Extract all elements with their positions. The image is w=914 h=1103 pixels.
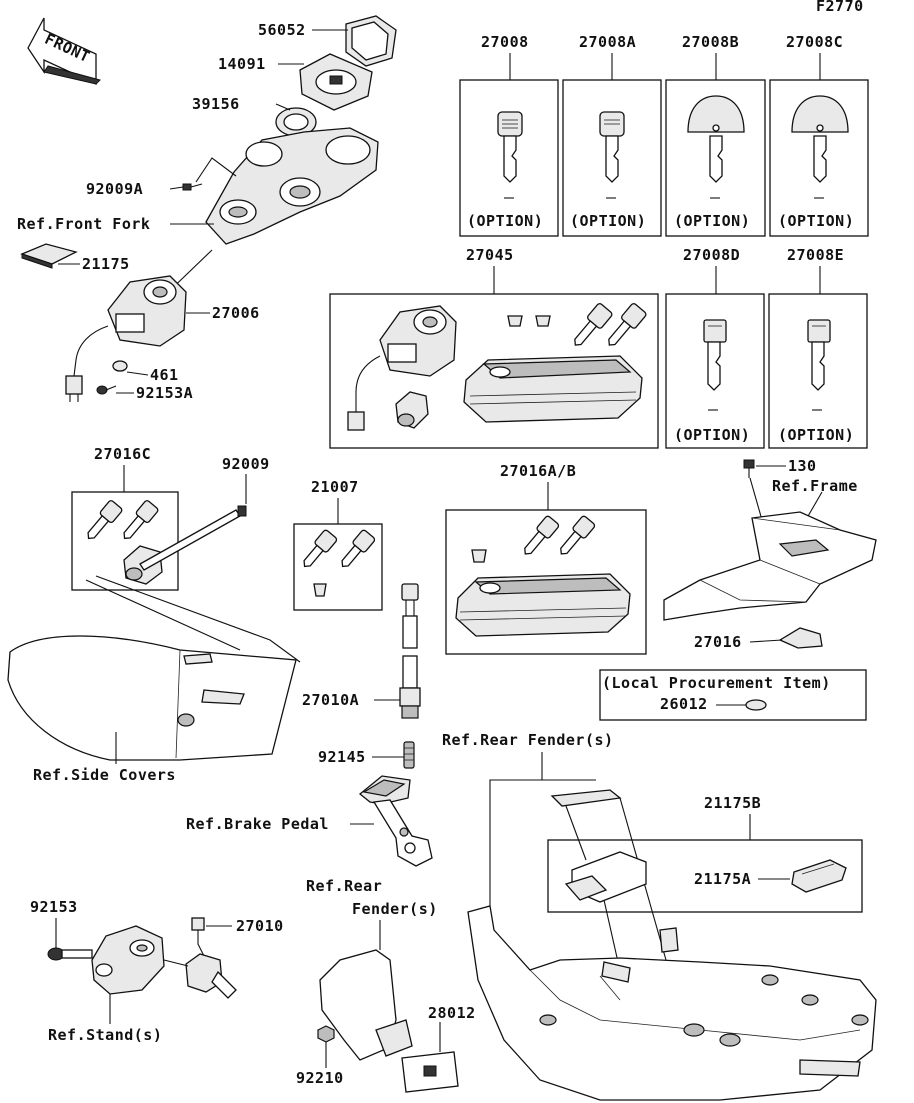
brake-pedal-drawing (358, 775, 433, 867)
local-procurement-box (599, 669, 867, 721)
cap-56052-drawing (345, 15, 397, 67)
label-92153A: 92153A (136, 384, 193, 402)
label-21007: 21007 (311, 478, 359, 496)
label-ref-stand: Ref.Stand(s) (48, 1026, 162, 1044)
option-27008E: (OPTION) (778, 426, 854, 444)
stand-bracket-drawing (91, 925, 165, 995)
set-27016C-box (71, 491, 179, 591)
label-39156: 39156 (192, 95, 240, 113)
label-27045: 27045 (466, 246, 514, 264)
label-27008: 27008 (481, 33, 529, 51)
label-14091: 14091 (218, 55, 266, 73)
key-27008E-box: 27008E (OPTION) (768, 246, 868, 449)
set-27016AB-contents (455, 515, 631, 637)
label-plate-28012-drawing (401, 1051, 459, 1093)
label-ref-side-covers: Ref.Side Covers (33, 766, 176, 784)
label-461: 461 (150, 366, 179, 384)
label-27010: 27010 (236, 917, 284, 935)
label-21175: 21175 (82, 255, 130, 273)
front-arrow-icon: FRONT (27, 17, 101, 86)
label-27008E: 27008E (787, 246, 844, 264)
option-27008B: (OPTION) (674, 212, 750, 230)
option-27008D: (OPTION) (674, 426, 750, 444)
set-27045-box (329, 293, 659, 449)
option-27008A: (OPTION) (570, 212, 646, 230)
label-56052: 56052 (258, 21, 306, 39)
label-27008B: 27008B (682, 33, 739, 51)
label-ref-front-fork: Ref.Front Fork (17, 215, 150, 233)
option-27008C: (OPTION) (778, 212, 854, 230)
set-21007-contents (303, 529, 376, 597)
label-27006: 27006 (212, 304, 260, 322)
label-27016C: 27016C (94, 445, 151, 463)
label-21175A: 21175A (694, 870, 751, 888)
bolt-92009A-drawing (182, 183, 203, 191)
label-28012: 28012 (428, 1004, 476, 1022)
nut-92210-drawing (317, 1025, 335, 1043)
label-92009: 92009 (222, 455, 270, 473)
label-130: 130 (788, 457, 817, 475)
set-27045-contents (347, 303, 647, 431)
label-27008D: 27008D (683, 246, 740, 264)
label-92153: 92153 (30, 898, 78, 916)
rear-fender-drawing (467, 905, 877, 1101)
frame-drawing (663, 511, 877, 649)
screw-92153-drawing (47, 947, 93, 961)
set-27016AB-box (445, 509, 647, 655)
label-26012: 26012 (660, 695, 708, 713)
figure-code: F2770 (816, 0, 864, 15)
upper-bracket-drawing (205, 127, 379, 245)
option-27008: (OPTION) (467, 212, 543, 230)
tag-21175-drawing (20, 243, 78, 269)
bolt-130-drawing (743, 459, 755, 478)
label-ref-brake-pedal: Ref.Brake Pedal (186, 815, 329, 833)
side-stand-switch-27010-drawing (163, 917, 237, 999)
set-27016C-contents (87, 500, 163, 585)
label-ref-rear-2b: Fender(s) (352, 900, 438, 918)
key-27008-box: 27008 (OPTION) (459, 33, 559, 237)
label-21175B: 21175B (704, 794, 761, 812)
label-27008A: 27008A (579, 33, 636, 51)
tag-21175A-drawing (791, 859, 847, 893)
stop-switch-27010A-drawing (399, 583, 421, 719)
key-27008A-box: 27008A (OPTION) (562, 33, 662, 237)
label-27008C: 27008C (786, 33, 843, 51)
label-27010A: 27010A (302, 691, 359, 709)
label-ref-rear-2a: Ref.Rear (306, 877, 382, 895)
plate-14091-drawing (299, 53, 373, 111)
side-cover-drawing (7, 635, 297, 761)
ecu-tag-drawing (564, 851, 647, 903)
set-21007-box (293, 523, 383, 611)
label-92210: 92210 (296, 1069, 344, 1087)
label-27016: 27016 (694, 633, 742, 651)
local-procurement-label: (Local Procurement Item) (602, 674, 831, 692)
label-ref-rear-fender-1: Ref.Rear Fender(s) (442, 731, 614, 749)
spring-92145-drawing (403, 741, 415, 769)
key-27008B-box: 27008B (OPTION) (665, 33, 766, 237)
ignition-switch-27006-drawing (65, 275, 187, 402)
screw-92153A-drawing (96, 385, 117, 395)
key-27008C-box: 27008C (OPTION) (769, 33, 869, 237)
washer-461-drawing (112, 360, 128, 372)
label-ref-frame: Ref.Frame (772, 477, 858, 495)
label-27016AB: 27016A/B (500, 462, 576, 480)
fuse-26012-drawing (745, 699, 767, 711)
key-27008D-box: 27008D (OPTION) (665, 246, 765, 449)
label-92145: 92145 (318, 748, 366, 766)
label-92009A: 92009A (86, 180, 143, 198)
bolt-92009-drawing (139, 505, 247, 571)
set-21175B-box (547, 839, 863, 913)
small-fender-drawing (319, 949, 413, 1061)
